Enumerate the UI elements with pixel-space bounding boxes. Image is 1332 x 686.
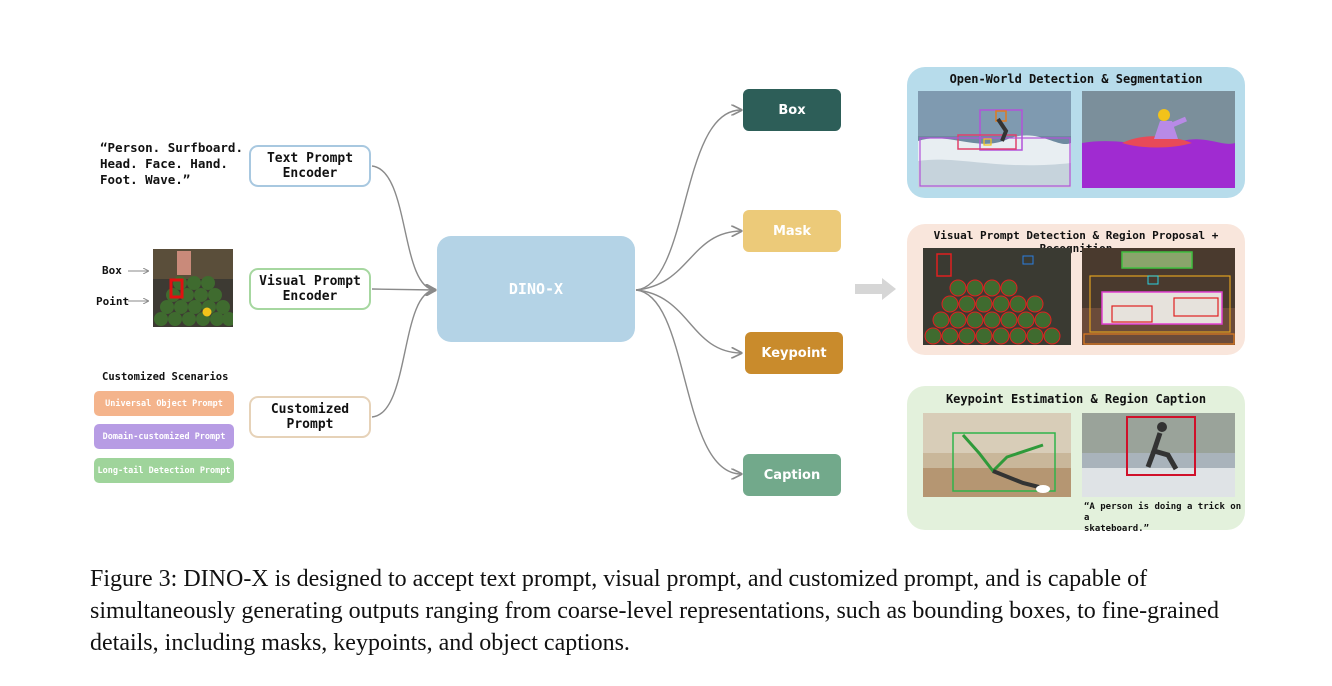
output-mask: Mask: [743, 210, 841, 252]
link-model-to-box: [635, 110, 741, 291]
scenarios-title: Customized Scenarios: [102, 371, 229, 383]
dino-x-model-block: DINO-X: [437, 236, 635, 342]
output-keypoint: Keypoint: [745, 332, 843, 374]
scenario-domain-customized: Domain-customized Prompt: [94, 424, 234, 449]
visual-prompt-encoder: Visual Prompt Encoder: [249, 268, 371, 310]
surfer-segmentation-image: [1082, 91, 1235, 188]
panel-title: Open-World Detection & Segmentation: [949, 72, 1203, 86]
panel-visual-prompt-detection: Visual Prompt Detection & Region Proposa…: [907, 224, 1245, 355]
scenario-long-tail: Long-tail Detection Prompt: [94, 458, 234, 483]
text-prompt-encoder: Text Prompt Encoder: [249, 145, 371, 187]
link-model-to-mask: [635, 231, 741, 291]
output-caption: Caption: [743, 454, 841, 496]
link-visual-encoder-to-model: [371, 289, 435, 290]
link-model-to-caption: [635, 289, 741, 474]
text-prompt-example: “Person. Surfboard. Head. Face. Hand. Fo…: [100, 140, 243, 187]
results-arrow-icon: [855, 278, 896, 300]
model-label: DINO-X: [508, 280, 564, 298]
living-room-region-image: [1082, 248, 1235, 345]
box-label: Box: [102, 264, 122, 277]
watermelon-image: [153, 249, 233, 327]
point-label: Point: [96, 295, 130, 308]
figure-caption: Figure 3: DINO-X is designed to accept t…: [90, 566, 1220, 656]
scenario-universal-object: Universal Object Prompt: [94, 391, 234, 416]
panel-title: Keypoint Estimation & Region Caption: [945, 392, 1207, 406]
link-text-encoder-to-model: [371, 165, 435, 290]
panel-open-world-detection: Open-World Detection & Segmentation: [907, 67, 1245, 198]
skateboarder-caption-image: [1082, 413, 1235, 497]
surfer-detection-image: [918, 91, 1071, 188]
keypoint-dancer-image: [923, 413, 1071, 497]
customized-prompt-encoder: Customized Prompt: [249, 396, 371, 438]
watermelon-detection-image: [923, 248, 1071, 345]
output-box: Box: [743, 89, 841, 131]
link-model-to-keypoint: [635, 289, 741, 353]
link-custom-prompt-to-model: [371, 290, 435, 418]
panel-keypoint-region-caption: Keypoint Estimation & Region Caption “A …: [907, 386, 1245, 534]
region-caption-text: “A person is doing a trick on a skateboa…: [1084, 502, 1242, 534]
